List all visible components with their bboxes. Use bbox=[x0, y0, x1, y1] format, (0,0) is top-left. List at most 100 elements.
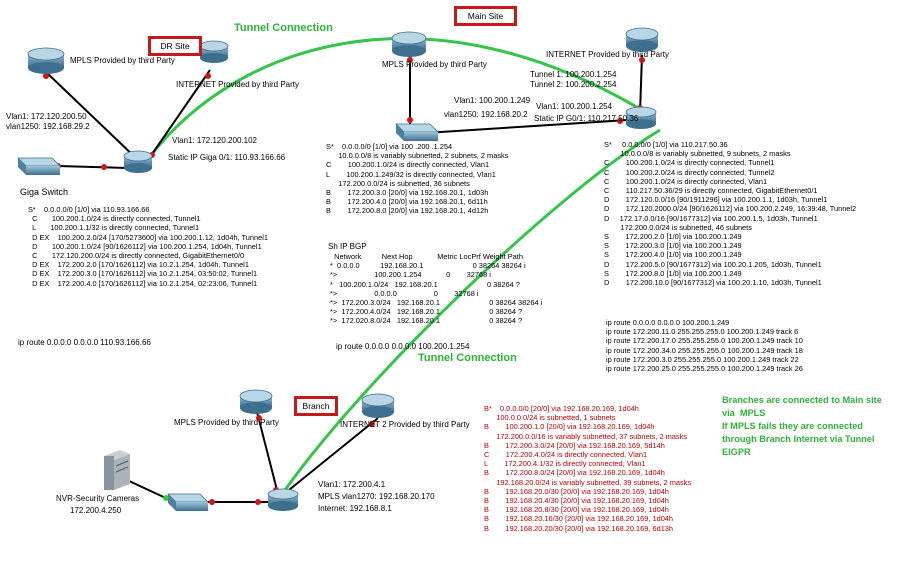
main-switch-icon bbox=[395, 123, 439, 141]
main-right-route-line: D 172.200.5.0 [90/1677312] via 100.20.1.… bbox=[604, 259, 822, 269]
main-tunnel1: Tunnel 1: 100.200.1.254 bbox=[530, 70, 617, 79]
main-right-route-line: D 172.120.0.0/16 [90/1911296] via 100.20… bbox=[604, 195, 828, 205]
dr-route-line: D EX 172.200.4.0 [170/1626112] via 10.2.… bbox=[28, 278, 258, 288]
main-ip-route-line: ip route 172.200.17.0 255.255.255.0 100.… bbox=[606, 336, 803, 346]
dr-giga-switch-icon bbox=[17, 157, 61, 175]
dr-ip-route: ip route 0.0.0.0 0.0.0.0 110.93.166.66 bbox=[18, 338, 151, 347]
main-site-label: Main Site bbox=[454, 6, 517, 26]
main-router-internet-link bbox=[639, 54, 643, 114]
branch-route-line: C 172.200.4.0/24 is directly connected, … bbox=[484, 450, 648, 460]
main-right-route-line: S 172.200.3.0 [1/0] via 100.200.1.249 bbox=[604, 241, 742, 251]
branch-route-line: B 172.200.8.0/24 [20/0] via 192.168.20.1… bbox=[484, 468, 665, 478]
branch-mpls-router-icon bbox=[239, 389, 273, 414]
branch-route-line: B 192.168.20.4/30 [20/0] via 192.168.20.… bbox=[484, 496, 669, 506]
main-left-route-line: L 100.200.1.249/32 is directly connected… bbox=[326, 169, 496, 179]
main-right-route-line: 10.0.0.0/8 is variably subnetted, 9 subn… bbox=[604, 149, 791, 159]
main-left-route-line: C 100.200.1.0/24 is directly connected, … bbox=[326, 160, 490, 170]
main-mpls-label: MPLS Provided by third Party bbox=[382, 60, 487, 69]
dr-switch-vlan1: Vlan1: 172.120.200.50 bbox=[6, 112, 87, 121]
branch-route-line: B 192.168.20.16/30 [20/0] via 192.168.20… bbox=[484, 514, 674, 524]
nvr-server-icon bbox=[104, 450, 130, 490]
branch-route-line: L 172.200.4.1/32 is directly connected, … bbox=[484, 459, 646, 469]
main-left-route-line: B 172.200.3.0 [20/0] via 192.168.20.1, 1… bbox=[326, 188, 489, 198]
main-ip-route-line: ip route 172.200.3.0 255.255.255.0 100.2… bbox=[606, 354, 799, 364]
dr-routing-table: S* 0.0.0.0/0 [1/0] via 110.93.166.66 C 1… bbox=[28, 205, 268, 288]
main-tunnel2: Tunnel 2: 100.200.2.254 bbox=[530, 80, 617, 89]
main-right-route-line: S 172.200.4.0 [1/0] via 100.200.1.249 bbox=[604, 250, 742, 260]
branch-route-line: 100.0.0.0/24 is subnetted, 1 subnets bbox=[484, 413, 616, 423]
branch-route-line: 192.168.20.0/24 is variably subnetted, 3… bbox=[484, 477, 692, 487]
dr-mpls-router-icon bbox=[27, 47, 65, 74]
main-ip-route-line: ip route 172.200.34.0 255.255.255.0 100.… bbox=[606, 345, 803, 355]
dr-switch-vlan1250: vlan1250: 192.168.29.2 bbox=[6, 122, 90, 131]
bgp-line: * 0.0.0.0 192.168.20.1 0 38264 38264 i bbox=[328, 261, 526, 271]
main-ip-route-left: ip route 0.0.0.0 0.0.0.0 100.200.1.254 bbox=[336, 342, 470, 351]
main-internet-label: INTERNET Provided by third Party bbox=[546, 50, 670, 59]
main-right-route-line: S 172.200.8.0 [1/0] via 100.200.1.249 bbox=[604, 268, 742, 278]
branch-route-line: B 192.168.20.8/30 [20/0] via 192.168.20.… bbox=[484, 505, 669, 515]
main-right-routing-table: S* 0.0.0.0/0 [1/0] via 110.217.50.36 10.… bbox=[604, 140, 856, 287]
tunnel-connection-top-label: Tunnel Connection bbox=[234, 22, 333, 34]
branch-switch-icon bbox=[167, 493, 209, 511]
dr-router-vlan1: Vlan1: 172.120.200.102 bbox=[172, 136, 257, 145]
main-left-routing-table: S* 0.0.0.0/0 [1/0] via 100 .200 .1.254 1… bbox=[326, 142, 508, 216]
dr-mpls-label: MPLS Provided by third Party bbox=[70, 56, 175, 65]
main-left-route-line: B 172.200.4.0 [20/0] via 192.168.20.1, 6… bbox=[326, 197, 488, 207]
bgp-line: *> 172.020.8.0/24 192.168.20.1 0 38264 ? bbox=[328, 316, 523, 326]
dr-route-line: L 100.200.1.1/32 is directly connected, … bbox=[28, 223, 200, 233]
main-right-route-line: D 172.120.2000.0/24 [90/1626112] via 100… bbox=[604, 204, 857, 214]
branch-vlan1: Vlan1: 172.200.4.1 bbox=[318, 480, 386, 489]
nvr-ip: 172.200.4.250 bbox=[70, 506, 122, 515]
branch-mpls-vlan: MPLS vlan1270: 192.168.20.170 bbox=[318, 492, 435, 501]
failover-note: Branches are connected to Main site via … bbox=[722, 395, 882, 457]
branch-route-line: B* 0.0.0.0/0 [20/0] via 192.168.20.169, … bbox=[484, 404, 639, 413]
main-left-route-line: 172.200.0.0/24 is subnetted, 36 subnets bbox=[326, 178, 470, 188]
bgp-line: *> 100.200.1.254 0 32768 i bbox=[328, 270, 491, 280]
bgp-table: Network Next Hop Metric LocPrf Weight Pa… bbox=[328, 252, 542, 326]
branch-route-line: B 192.168.20.20/30 [20/0] via 192.168.20… bbox=[484, 523, 674, 533]
main-ip-route-line: ip route 172.200.11.0 255.255.255.0 100.… bbox=[606, 327, 799, 337]
main-right-route-line: C 100.200.1.0/24 is directly connected, … bbox=[604, 176, 768, 186]
branch-router-mpls-link bbox=[256, 411, 279, 495]
branch-mpls-label: MPLS Provided by third Party bbox=[174, 418, 279, 427]
main-router-static-ip: Static IP G0/1: 110.217.50.36 bbox=[534, 114, 639, 123]
main-mpls-router-icon bbox=[391, 31, 427, 57]
main-left-route-line: S* 0.0.0.0/0 [1/0] via 100 .200 .1.254 bbox=[326, 142, 453, 151]
main-right-route-line: C 100.200.2.0/24 is directly connected, … bbox=[604, 167, 775, 177]
main-ip-route-line: ip route 172.200.25.0 255.255.255.0 100.… bbox=[606, 364, 803, 374]
branch-internet-ip: Internet: 192.168.8.1 bbox=[318, 504, 392, 513]
dr-router-mpls-link bbox=[45, 71, 139, 161]
bgp-line: *> 172.200.4.0/24 192.168.20.1 0 38264 ? bbox=[328, 307, 523, 317]
nvr-label: NVR-Security Cameras bbox=[56, 494, 140, 503]
branch-route-line: 172.200.0.0/16 is variably subnetted, 37… bbox=[484, 431, 687, 441]
branch-route-line: B 192.168.20.0/30 [20/0] via 192.168.20.… bbox=[484, 486, 669, 496]
bgp-line: *> 0.0.0.0 0 32768 i bbox=[328, 288, 479, 298]
branch-nvr-switch-link bbox=[126, 479, 171, 501]
bgp-line: * 100.200.1.0/24 192.168.20.1 0 38264 ? bbox=[328, 279, 520, 289]
dr-switch-router-link bbox=[57, 165, 131, 169]
dr-route-line: D EX 172.200.3.0 [170/1626112] via 10.2.… bbox=[28, 269, 258, 279]
dr-route-line: D 100.200.1.0/24 [90/1626112] via 100.20… bbox=[28, 241, 262, 251]
main-switch-vlan1: Vlan1: 100.200.1.249 bbox=[454, 96, 531, 105]
main-right-route-line: S* 0.0.0.0/0 [1/0] via 110.217.50.36 bbox=[604, 140, 728, 149]
dr-route-line: C 172.120.200.0/24 is directly connected… bbox=[28, 251, 245, 261]
main-ip-routes-right: ip route 0.0.0.0 0.0.0.0 100.200.1.249 i… bbox=[606, 318, 803, 373]
main-right-route-line: 172.200.0.0/24 is subnetted, 46 subnets bbox=[604, 222, 752, 232]
main-internet-router-icon bbox=[625, 27, 659, 52]
main-switch-router-link bbox=[424, 119, 629, 134]
branch-route-line: B 172.200.3.0/24 [20/0] via 192.168.20.1… bbox=[484, 440, 665, 450]
main-ip-route-line: ip route 0.0.0.0 0.0.0.0 100.200.1.249 bbox=[606, 318, 730, 327]
bgp-line: *> 172.200.3.0/24 192.168.20.1 0 38264 3… bbox=[328, 298, 543, 308]
branch-label: Branch bbox=[294, 396, 338, 416]
main-right-route-line: D 172.200.10.0 [90/1677312] via 100.20.1… bbox=[604, 278, 822, 288]
tunnel-connection-bottom-label: Tunnel Connection bbox=[418, 352, 517, 364]
dr-router-internet-link bbox=[147, 69, 211, 161]
dr-internet-label: INTERNET Provided by third Party bbox=[176, 80, 300, 89]
main-right-route-line: D 172.17.0.0/16 [90/1677312] via 100.200… bbox=[604, 213, 818, 223]
main-right-route-line: S 172.200.2.0 [1/0] via 100.200.1.249 bbox=[604, 232, 742, 242]
main-left-route-line: B 172.200.8.0 [20/0] via 192.168.20.1, 4… bbox=[326, 206, 489, 216]
main-router-vlan1: Vlan1: 100.200.1.254 bbox=[536, 102, 613, 111]
main-right-route-line: C 100.200.1.0/24 is directly connected, … bbox=[604, 158, 775, 168]
main-right-route-line: C 110.217.50.36/29 is directly connected… bbox=[604, 186, 818, 196]
